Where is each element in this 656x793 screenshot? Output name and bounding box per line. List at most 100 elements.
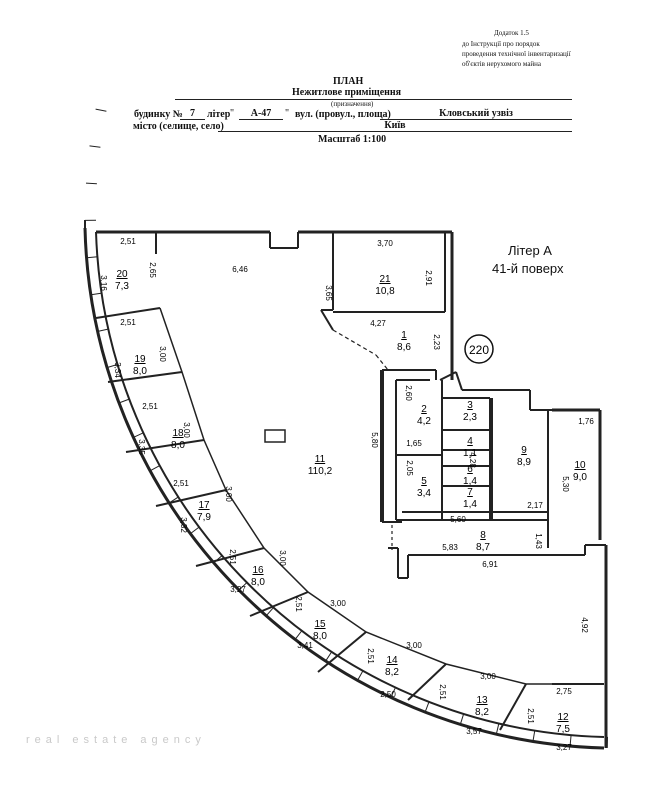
- wall-segment: [266, 606, 275, 616]
- wall-segment: [95, 307, 161, 319]
- dimension-label: 2,05: [405, 460, 414, 476]
- wall-segment: [125, 439, 205, 453]
- wall-segment: [499, 683, 527, 731]
- room-number: 6: [467, 464, 473, 475]
- room-area: 2,3: [463, 412, 477, 423]
- wall-segment: [495, 723, 500, 735]
- street-label: вул. (провул., площа): [295, 109, 391, 120]
- wall-segment: [407, 663, 447, 701]
- dimension-label: 3,41: [297, 641, 313, 650]
- wall-segment: [133, 432, 144, 438]
- wall-segment: [213, 555, 223, 563]
- wall-segment: [390, 686, 397, 698]
- wall-segment: [332, 329, 377, 356]
- dimension-label: 2,65: [148, 262, 157, 278]
- room-area: 8,0: [171, 440, 185, 451]
- dimension-label: 2,51: [120, 237, 136, 246]
- room-number: 2: [421, 404, 427, 415]
- dimension-label: 5,30: [561, 476, 570, 492]
- wall-segment: [107, 371, 183, 383]
- wall-segment: [169, 496, 179, 504]
- city-value: Київ: [218, 121, 572, 132]
- room-area: 7,9: [197, 512, 211, 523]
- room-area: 8,2: [385, 667, 399, 678]
- room-area: 1,1: [463, 448, 477, 459]
- dimension-label: 2,51: [173, 479, 189, 488]
- dimension-label: 3,00: [158, 346, 167, 362]
- room-area: 4,2: [417, 416, 431, 427]
- dimension-label: 2,51: [142, 402, 158, 411]
- room-number: 20: [116, 269, 128, 280]
- dimension-label: 4,28: [468, 452, 477, 468]
- annex-line-1: Додаток 1.5: [494, 29, 529, 37]
- dimension-label: 2,50: [380, 690, 396, 699]
- dimension-label: 6,46: [232, 265, 248, 274]
- dimension-label: 3,27: [230, 585, 246, 594]
- wall-segment: [424, 701, 430, 713]
- room-number: 9: [521, 445, 527, 456]
- wall-segment: [150, 464, 161, 472]
- wall-segment: [294, 630, 303, 640]
- room-area: 9,0: [573, 472, 587, 483]
- room-area: 8,0: [133, 366, 147, 377]
- dimension-label: 1,65: [406, 439, 422, 448]
- floor-caption: 41-й поверх: [492, 261, 564, 276]
- room-number: 8: [480, 530, 486, 541]
- wall-segment: [190, 526, 200, 534]
- purpose-caption: (призначення): [331, 100, 374, 108]
- wall-segment: [95, 108, 107, 112]
- building-label: будинку №: [134, 109, 183, 120]
- inventory-stamp: [464, 334, 494, 364]
- wall-segment: [569, 734, 572, 746]
- plan-title: ПЛАН: [333, 76, 364, 87]
- room-number: 12: [557, 712, 569, 723]
- wall-segment: [317, 631, 367, 673]
- room-area: 7,3: [115, 281, 129, 292]
- dimension-label: 3,35: [137, 439, 146, 455]
- dimension-label: 3,00: [406, 641, 422, 650]
- wall-segment: [439, 371, 457, 381]
- room-area: 8,9: [517, 457, 531, 468]
- room-number: 18: [172, 428, 184, 439]
- dimension-label: 2,75: [556, 687, 572, 696]
- dimension-label: 3,65: [324, 285, 333, 301]
- dimension-label: 2,51: [120, 318, 136, 327]
- wall-segment: [95, 231, 605, 738]
- dimension-label: 4,92: [580, 617, 589, 633]
- dimension-label: 2,51: [228, 549, 237, 565]
- room-number: 21: [379, 274, 391, 285]
- dimension-label: 2,51: [366, 648, 375, 664]
- wall-segment: [459, 713, 465, 725]
- wall-segment: [249, 591, 309, 617]
- city-label: місто (селище, село): [133, 121, 224, 132]
- dimension-label: 4,27: [370, 319, 386, 328]
- dimension-label: 3,00: [224, 486, 233, 502]
- litera-caption: Літер А: [508, 243, 552, 258]
- room-number: 11: [315, 454, 326, 465]
- dimension-label: 2,51: [526, 708, 535, 724]
- column-marker: [264, 429, 286, 443]
- wall-segment: [325, 651, 333, 662]
- dimension-label: 2,60: [404, 385, 413, 401]
- annex-line-4: об'єктів нерухомого майна: [462, 60, 542, 68]
- wall-segment: [320, 309, 334, 331]
- dimension-label: 3,57: [466, 727, 482, 736]
- room-area: 1,4: [463, 499, 477, 510]
- dimension-label: 5,83: [442, 543, 458, 552]
- dimension-label: 2,23: [432, 334, 441, 350]
- wall-segment: [89, 145, 101, 148]
- dimension-label: 3,00: [182, 422, 191, 438]
- dimension-label: 3,00: [480, 672, 496, 681]
- room-area: 110,2: [308, 466, 333, 477]
- street-value: Кловський узвіз: [380, 109, 572, 120]
- litera-value: А-47: [239, 109, 283, 120]
- room-area: 8,0: [251, 577, 265, 588]
- wall-segment: [97, 328, 109, 332]
- wall-segment: [357, 670, 364, 681]
- dimension-label: 5,60: [450, 515, 466, 524]
- dimension-label: 6,91: [482, 560, 498, 569]
- subtitle-underline: [175, 99, 572, 100]
- room-number: 5: [421, 476, 427, 487]
- litera-label: літер: [207, 109, 231, 120]
- wall-segment: [107, 363, 118, 368]
